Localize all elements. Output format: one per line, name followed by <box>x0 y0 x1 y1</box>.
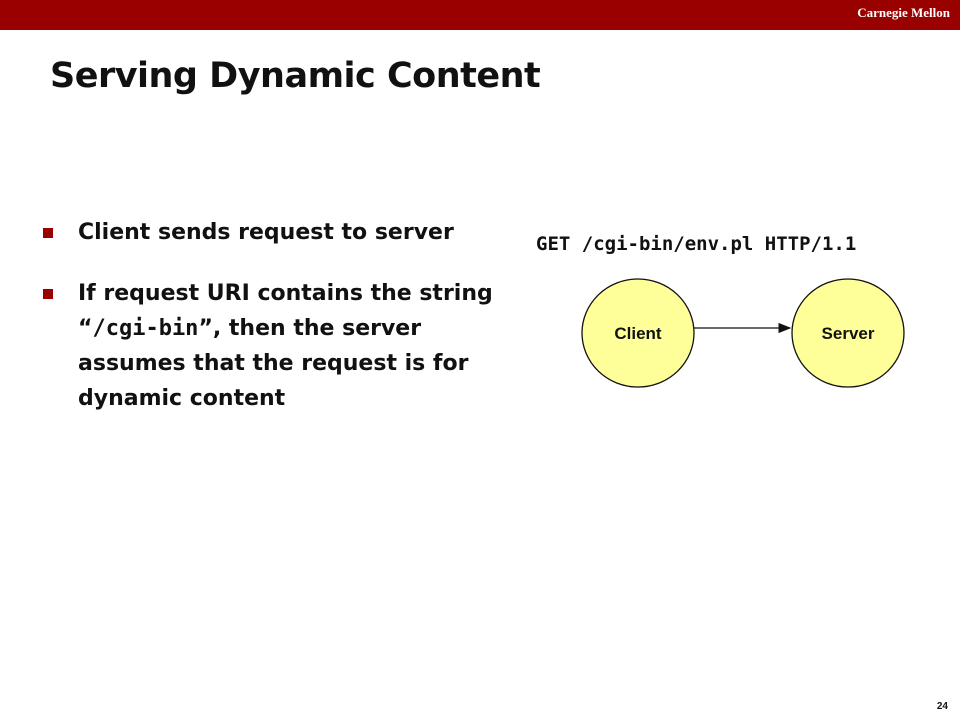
page-number: 24 <box>936 701 948 712</box>
client-node <box>581 278 695 388</box>
http-request-line: GET /cgi-bin/env.pl HTTP/1.1 <box>536 233 857 255</box>
brand-label: Carnegie Mellon <box>857 5 950 20</box>
server-node <box>791 278 905 388</box>
slide-title: Serving Dynamic Content <box>50 56 541 96</box>
bullet-text: Client sends request to server <box>78 220 454 245</box>
bullet-item: If request URI contains the string “/cgi… <box>40 276 510 416</box>
bullet-list: Client sends request to server If reques… <box>40 215 510 416</box>
top-bar: Carnegie Mellon <box>0 0 960 30</box>
bullet-text-before: If request URI contains the string “ <box>78 281 493 341</box>
square-bullet-icon <box>43 228 53 238</box>
client-label: Client <box>614 324 662 343</box>
bullet-code: /cgi-bin <box>92 316 199 341</box>
bullet-item: Client sends request to server <box>40 215 510 250</box>
server-label: Server <box>822 324 875 343</box>
square-bullet-icon <box>43 289 53 299</box>
bullet-text-after: ”, then the server assumes that the requ… <box>78 316 469 411</box>
client-server-diagram: Client Server <box>581 278 905 388</box>
